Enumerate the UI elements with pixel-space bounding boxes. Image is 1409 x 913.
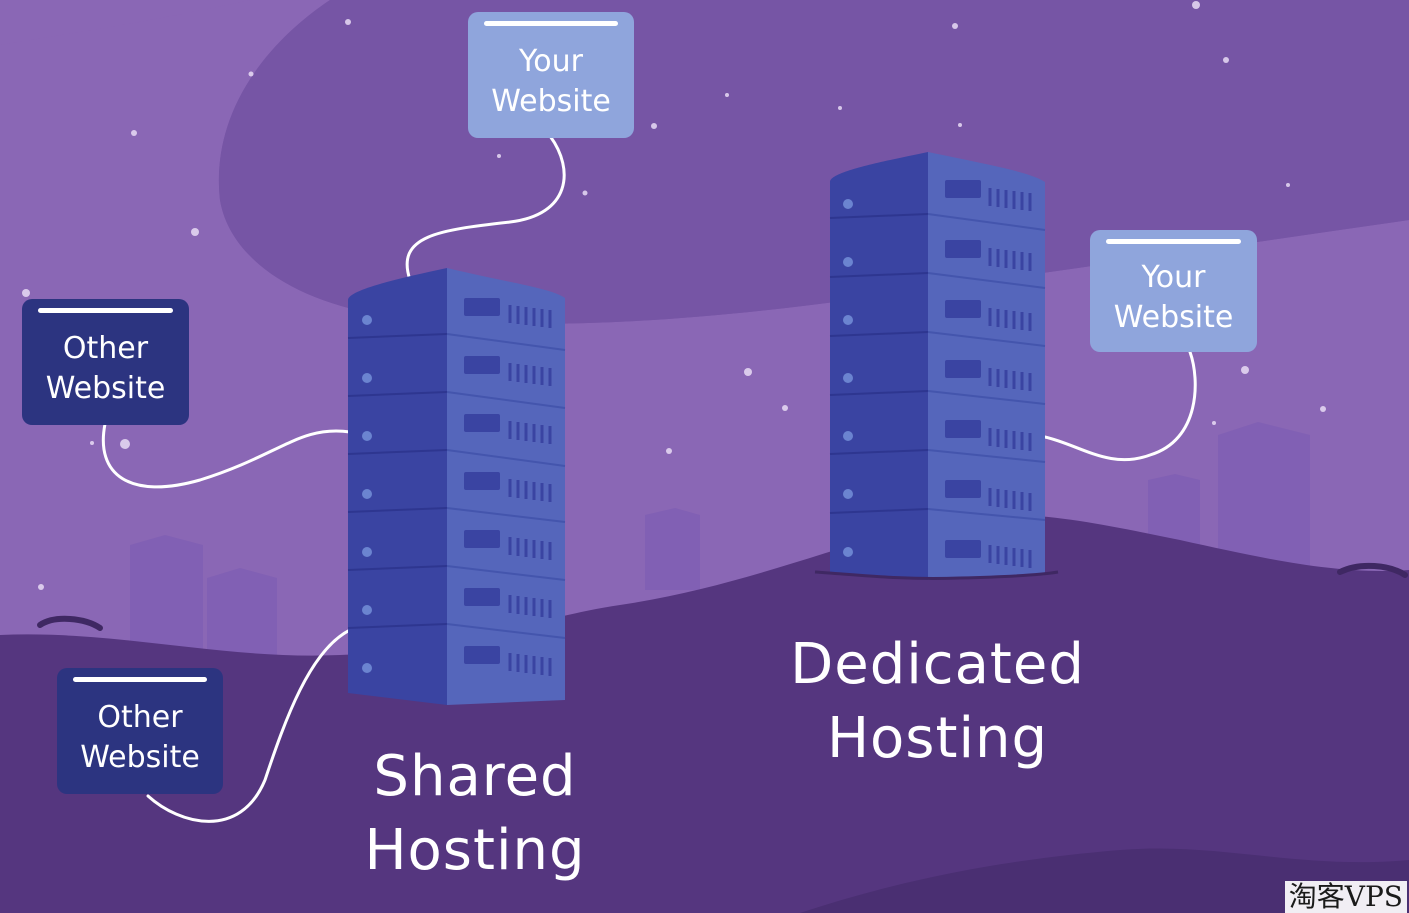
- server-rack-icon: [814, 152, 1059, 580]
- card-header-bar: [38, 308, 173, 313]
- card-line-1: Your: [1141, 260, 1206, 295]
- other-website-card-bottom: Other Website: [57, 668, 223, 794]
- cable-other-site-top: [101, 422, 352, 489]
- cable-other-site-bottom: [146, 628, 352, 823]
- card-line-1: Other: [97, 700, 183, 735]
- server-rack-icon: [347, 268, 566, 705]
- title-line-2: Hosting: [364, 817, 586, 883]
- shared-hosting-title: Shared Hosting: [320, 740, 630, 888]
- title-line-1: Shared: [373, 744, 577, 809]
- dedicated-hosting-title: Dedicated Hosting: [760, 628, 1115, 776]
- card-line-2: Website: [491, 84, 611, 119]
- watermark: 淘客VPS: [1284, 881, 1407, 913]
- card-line-2: Website: [1113, 300, 1234, 335]
- card-header-bar: [484, 21, 618, 26]
- card-header-bar: [1106, 239, 1241, 244]
- card-line-1: Other: [62, 331, 149, 366]
- card-line-2: Website: [45, 371, 166, 406]
- card-header-bar: [73, 677, 207, 682]
- card-line-1: Your: [518, 44, 584, 79]
- network-cables: [101, 134, 1197, 823]
- hill: [0, 514, 1409, 913]
- cable-your-site-dedicated: [1043, 350, 1197, 462]
- cloud-corner: [0, 0, 250, 45]
- card-line-2: Website: [80, 740, 200, 775]
- hill-shadow: [800, 848, 1409, 913]
- your-website-card-shared: Your Website: [468, 12, 634, 138]
- title-line-1: Dedicated: [790, 632, 1085, 697]
- city-building-icon: [130, 422, 1310, 660]
- cloud-shape: [0, 0, 1409, 324]
- cable-your-site-shared: [405, 134, 566, 282]
- other-website-card-top: Other Website: [22, 299, 189, 425]
- star-icon: [22, 1, 1326, 590]
- your-website-card-dedicated: Your Website: [1090, 230, 1257, 352]
- title-line-2: Hosting: [826, 705, 1049, 771]
